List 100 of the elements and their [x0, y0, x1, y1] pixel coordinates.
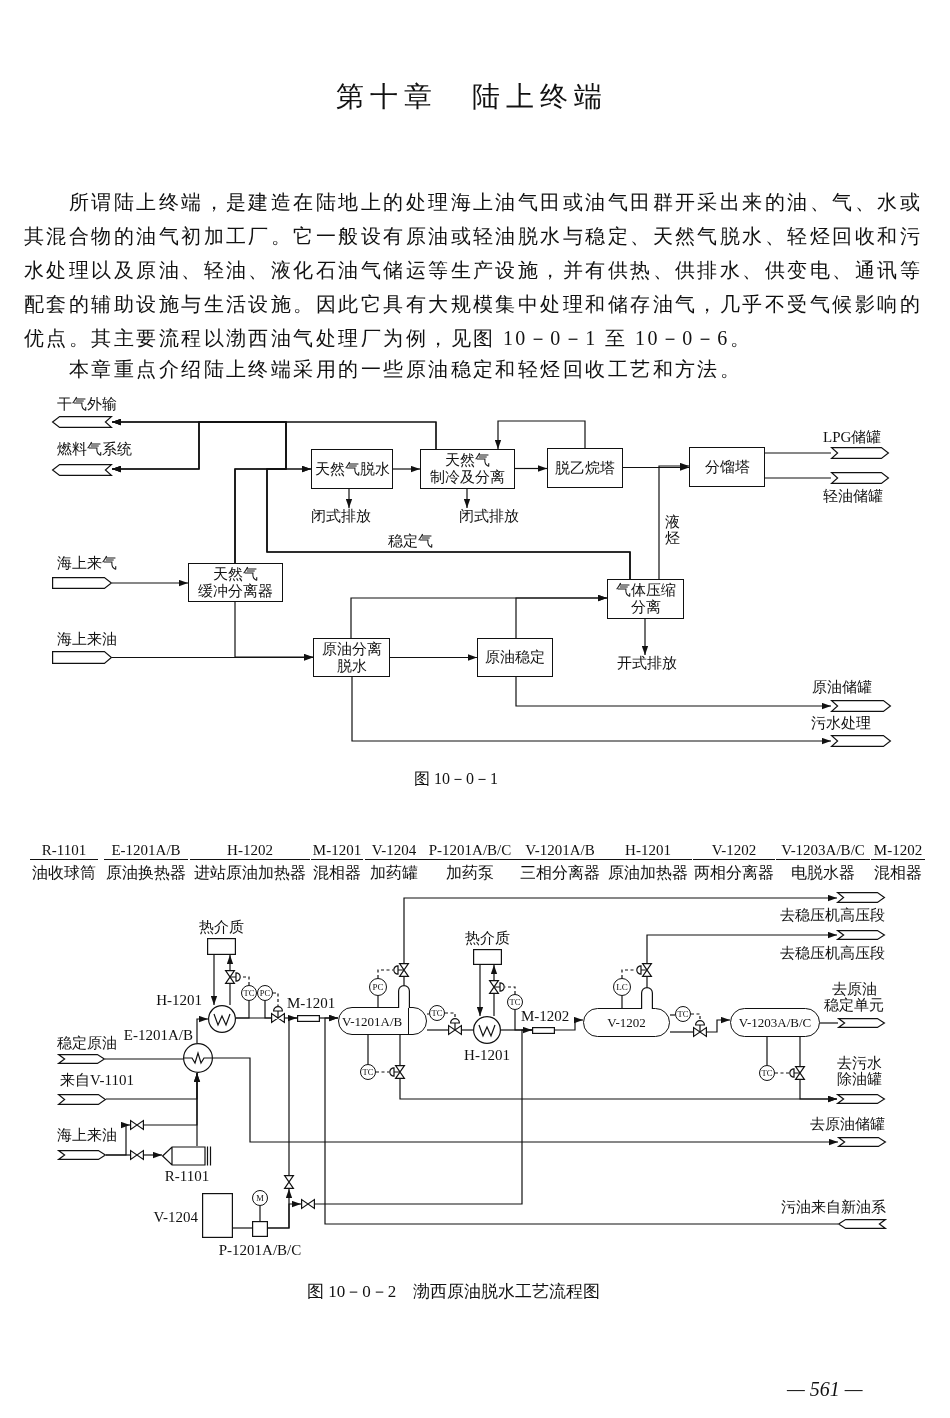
equipment-tag: P-1201A/B/C [218, 1242, 302, 1258]
flow-arrow [646, 931, 838, 964]
stream-label: 污水处理 [811, 715, 871, 731]
equipment-name: 加药泵 [446, 863, 494, 882]
instrument-bubble: TC [675, 1006, 691, 1022]
off-page-connector [52, 577, 112, 589]
valve-icon [130, 1120, 144, 1130]
flow-arrow [622, 464, 690, 471]
flow-arrow [515, 594, 608, 639]
figure-caption: 图 10－0－2 渤西原油脱水工艺流程图 [307, 1282, 601, 1302]
stream-label: 去稳压机高压段 [780, 907, 885, 923]
signal-line [621, 969, 637, 979]
instrument-bubble: TC [507, 994, 523, 1010]
flow-arrow [554, 1016, 584, 1031]
valve-icon [284, 1175, 294, 1189]
drain-label: 闭式排放 [311, 508, 371, 525]
control-valve-icon [225, 970, 241, 984]
pipe-line [264, 1000, 272, 1019]
page-number: — 561 — [787, 1378, 863, 1400]
stream-label: 去污水除油罐 [836, 1055, 882, 1087]
off-page-connector [52, 651, 112, 664]
instrument-bubble: TC [241, 985, 257, 1001]
equipment-tag: R-1101 [164, 1168, 210, 1184]
pipe-line [196, 1072, 198, 1147]
body-paragraph: 所谓陆上终端，是建造在陆地上的处理海上油气田或油气田群开采出来的油、气、水或其混合物的油气初加工厂。它一般设有原油或轻油脱水与稳定、天然气脱水、轻烃回收和污水处理以及原油、轻油、液化石油气储运等生产设施，并有供热、供排水、供变电、通讯等配套的辅助设施与生活设施。因此它具有大规模集中处理和储存油气，几乎不受气候影响的优点。其主要流程以渤西油气处理厂为例，见图 10－0－1 至 10－0－6。 [24, 190, 923, 351]
edge-label: 液烃 [665, 514, 681, 546]
control-valve-icon [393, 963, 409, 977]
equipment-name: 两相分离器 [694, 863, 774, 882]
flow-arrow [514, 465, 548, 472]
off-page-connector [837, 930, 885, 940]
instrument-bubble: PC [369, 978, 387, 996]
off-page-connector [52, 464, 112, 476]
pipe-line [232, 1227, 253, 1229]
equipment-name: 原油换热器 [106, 863, 186, 882]
pipe-line [426, 1029, 449, 1031]
control-valve-icon [789, 1066, 805, 1080]
stream-label: 污油来自新油系 [781, 1199, 886, 1215]
stream-label: 去稳压机高压段 [780, 945, 885, 961]
flow-arrow [641, 618, 649, 656]
horizontal-vessel: V-1203A/B/C [730, 1008, 820, 1037]
off-page-connector [58, 1150, 106, 1160]
equipment-name: 三相分离器 [520, 863, 600, 882]
medium-label: 热介质 [199, 919, 244, 935]
pipe-line [259, 1205, 261, 1222]
instrument-bubble: LC [613, 978, 631, 996]
valve-icon [130, 1150, 144, 1160]
stream-label: 海上来气 [57, 555, 117, 571]
edge-label: 稳定气 [388, 533, 433, 549]
equipment-tag: M-1201 [287, 995, 336, 1011]
control-valve-icon [489, 980, 505, 994]
instrument-bubble: TC [759, 1065, 775, 1081]
process-box: 天然气缓冲分离器 [188, 563, 283, 602]
equipment-name: 油收球筒 [32, 863, 96, 882]
signal-line [774, 1072, 790, 1074]
stream-label: 稳定原油 [57, 1035, 117, 1051]
equipment-tag: E-1201A/B [123, 1027, 193, 1043]
pipe-line [514, 1009, 533, 1031]
pig-receiver-icon [162, 1146, 212, 1166]
signal-line [504, 986, 516, 995]
off-page-connector [837, 892, 885, 903]
pipe-line [766, 1036, 768, 1066]
flow-arrow [212, 1057, 839, 1146]
off-page-connector [831, 700, 891, 712]
pipe-line [105, 1154, 131, 1156]
chapter-title: 第十章 陆上终端 [336, 80, 608, 114]
storage-tank [202, 1193, 233, 1238]
pipe-line [493, 993, 495, 1017]
instrument-bubble: TC [429, 1005, 445, 1021]
equipment-tag: H-1202 [190, 842, 310, 860]
pipe-line [426, 1013, 430, 1015]
signal-line [377, 969, 394, 979]
control-valve-icon [636, 963, 652, 977]
process-box: 脱乙烷塔 [547, 448, 623, 488]
equipment-name: 电脱水器 [791, 863, 855, 882]
heater-icon [208, 1005, 236, 1033]
signal-line [240, 976, 250, 986]
equipment-tag: E-1201A/B [104, 842, 188, 860]
flow-arrow [515, 676, 832, 710]
pipe-line [669, 1031, 694, 1033]
stream-label: 海上来油 [57, 631, 117, 647]
equipment-tag: M-1202 [871, 842, 925, 860]
stream-label: 来自V-1101 [60, 1072, 134, 1088]
pipe-line [799, 1036, 801, 1067]
pipe-line [669, 1014, 676, 1016]
pipe-line [377, 995, 379, 1008]
equipment-name: 混相器 [874, 863, 922, 882]
process-box: 天然气制冷及分离 [420, 449, 515, 489]
flow-arrow [490, 964, 498, 981]
heater-icon [473, 1016, 501, 1044]
pipe-line [764, 477, 832, 479]
equipment-tag: V-1203A/B/C [776, 842, 870, 860]
equipment-tag: V-1202 [693, 842, 775, 860]
off-page-connector [838, 1137, 886, 1147]
flow-arrow [799, 1079, 838, 1103]
flow-arrow [324, 1014, 839, 1225]
off-page-connector [831, 447, 889, 459]
process-box: 分馏塔 [689, 447, 765, 487]
flow-arrow [476, 964, 484, 1017]
figure-caption: 图 10－0－1 [414, 769, 498, 789]
signal-line [690, 1013, 701, 1021]
